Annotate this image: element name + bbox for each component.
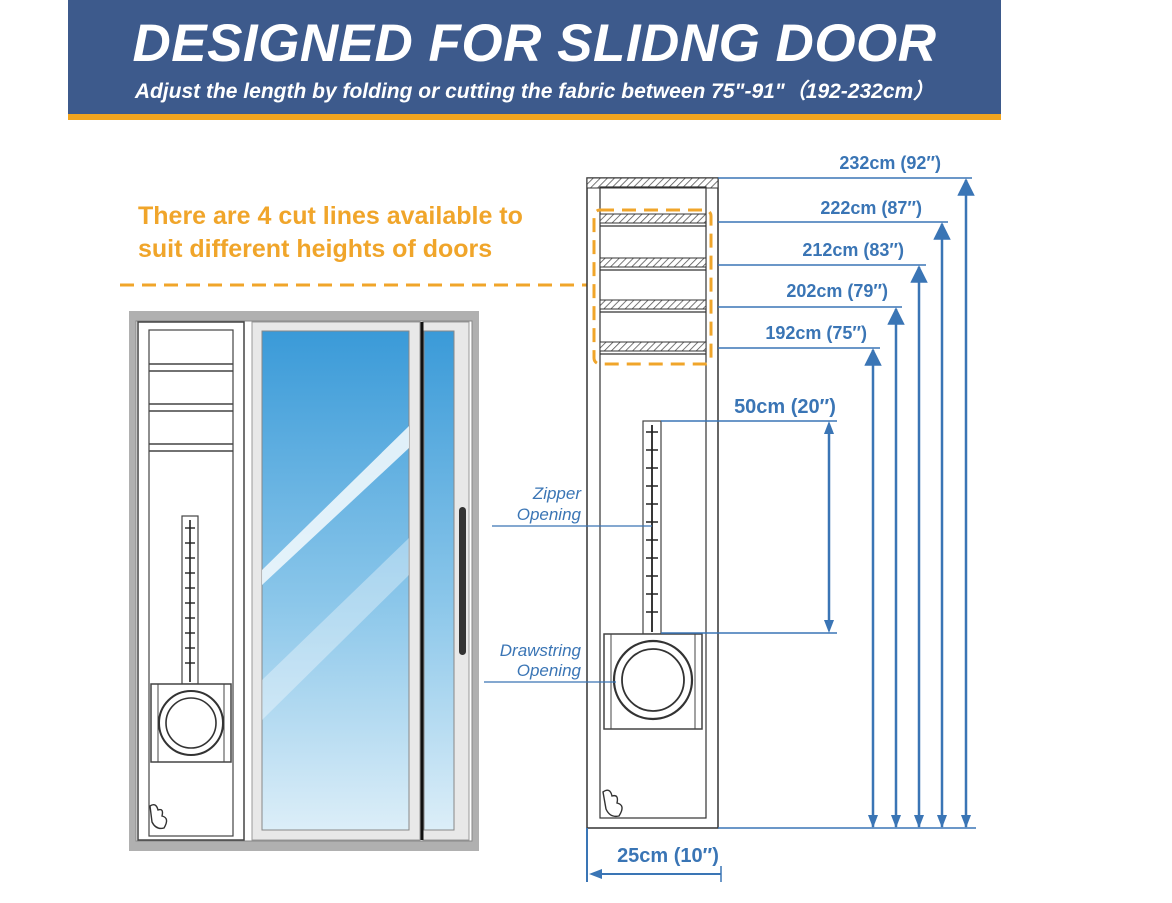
product-drawing [586, 177, 719, 829]
cut-line-2 [599, 257, 707, 268]
drawstring-label-2: Opening [517, 661, 582, 680]
drawstring-label-1: Drawstring [500, 641, 582, 660]
door-glass-side [423, 330, 455, 831]
cut-line-3 [599, 299, 707, 310]
cut-lines-callout: There are 4 cut lines available to suit … [138, 200, 523, 266]
zipper-label-1: Zipper [532, 484, 583, 503]
cut-lines-highlight [592, 208, 713, 366]
header-banner: DESIGNED FOR SLIDNG DOOR Adjust the leng… [68, 0, 1001, 120]
cut-line-1 [599, 213, 707, 224]
banner-subtitle: Adjust the length by folding or cutting … [134, 80, 935, 103]
sliding-door [129, 311, 479, 851]
door-velcro-icon [149, 803, 168, 830]
banner-title: DESIGNED FOR SLIDNG DOOR [132, 14, 937, 73]
product-velcro-icon [602, 789, 623, 818]
zipper-length-label: 50cm (20″) [734, 396, 836, 418]
height-label-202: 202cm (79″) [786, 281, 888, 301]
height-label-192: 192cm (75″) [765, 323, 867, 343]
cut-line-4 [599, 341, 707, 352]
callout-line-2: suit different heights of doors [138, 235, 493, 263]
zipper-dimension [661, 420, 837, 634]
zipper-label-2: Opening [517, 505, 582, 524]
door-glass-main [261, 330, 410, 831]
height-label-212: 212cm (83″) [802, 240, 904, 260]
height-label-232: 232cm (92″) [839, 153, 941, 173]
height-label-222: 222cm (87″) [820, 198, 922, 218]
width-label: 25cm (10″) [617, 845, 719, 867]
door-handle [459, 507, 466, 655]
height-arrowheads-bottom [868, 815, 971, 828]
callout-line-1: There are 4 cut lines available to [138, 202, 523, 230]
height-dimensions [718, 177, 976, 829]
height-labels: 232cm (92″) 222cm (87″) 212cm (83″) 202c… [765, 153, 941, 343]
width-dimension [586, 828, 722, 882]
